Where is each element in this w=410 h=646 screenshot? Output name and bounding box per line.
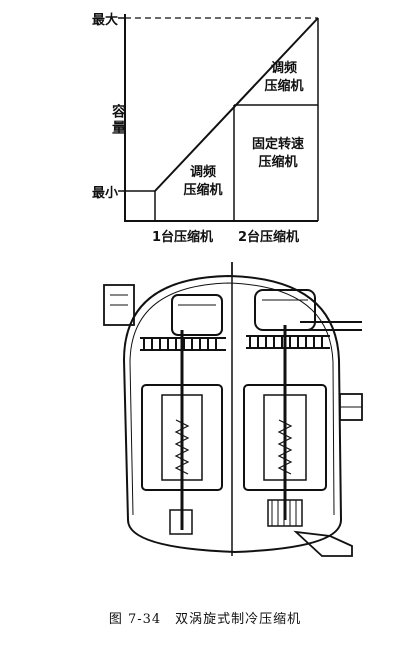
y-max-label: 最大 xyxy=(92,13,119,28)
right-pump-teeth xyxy=(271,500,297,526)
region-left-label: 调频 压缩机 xyxy=(183,165,223,198)
min-step-line xyxy=(125,190,156,221)
base-foot xyxy=(293,530,353,557)
terminal-box xyxy=(103,284,135,326)
x-label-one-compressor: 1台压缩机 xyxy=(152,230,214,245)
compressor-drawing xyxy=(103,262,363,557)
capacity-chart xyxy=(118,14,319,222)
left-scroll-head xyxy=(171,294,223,336)
figure-caption: 图 7-34 双涡旋式制冷压缩机 xyxy=(108,612,302,627)
outer-shell xyxy=(122,274,343,554)
discharge-pipe xyxy=(300,321,362,331)
left-shaft-spiral xyxy=(174,419,190,475)
left-oil-pump xyxy=(169,509,193,535)
region-right-bottom-label: 固定转速 压缩机 xyxy=(251,137,304,170)
y-min-label: 最小 xyxy=(92,186,119,201)
right-oil-pump xyxy=(267,499,303,527)
region-right-top-label: 调频 压缩机 xyxy=(264,61,304,94)
inner-shell-line xyxy=(129,282,335,516)
y-axis-label: 容量 xyxy=(110,104,126,136)
right-scroll-teeth xyxy=(246,335,330,349)
right-shaft-spiral xyxy=(277,419,293,475)
x-label-two-compressors: 2台压缩机 xyxy=(238,230,300,245)
